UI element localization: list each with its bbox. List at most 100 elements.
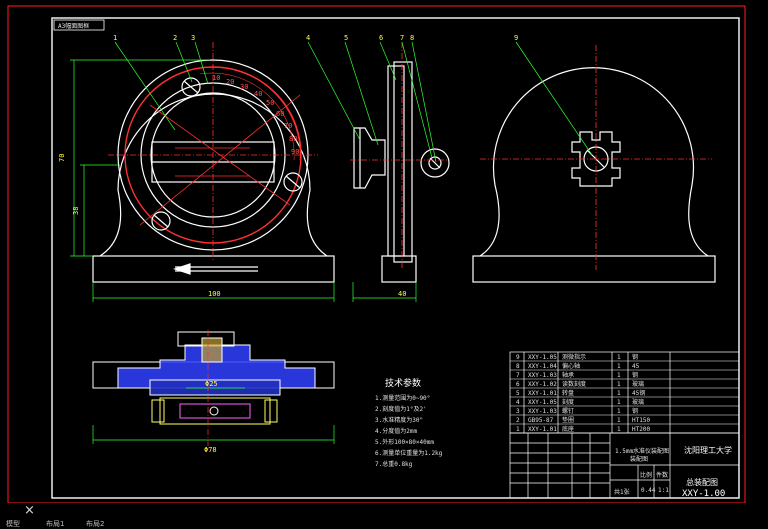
- svg-text:40: 40: [254, 90, 262, 98]
- section-view: [92, 331, 335, 425]
- bom-cell-mat: 钢: [632, 353, 638, 361]
- dim-phi78: Φ78: [204, 446, 217, 454]
- bom-cell-code: XXY-1.03: [528, 372, 557, 379]
- bom-cell-qty: 1: [617, 390, 621, 397]
- product-name: 1.5mm水准仪装配图: [615, 447, 669, 455]
- tab-model[interactable]: 模型: [6, 520, 20, 528]
- front-view: [92, 59, 335, 283]
- callout-1: 1: [113, 34, 117, 42]
- frame-tag: A3幅面图框: [58, 22, 89, 30]
- bom-cell-qty: 1: [617, 399, 621, 406]
- bom-cell-mat: 钢: [632, 407, 638, 415]
- bom-cell-qty: 1: [617, 426, 621, 433]
- bom-cell-code: XXY-1.04: [528, 363, 557, 370]
- section-dimensions: [92, 387, 335, 444]
- svg-text:2.刻度值为1°及2': 2.刻度值为1°及2': [375, 405, 427, 413]
- svg-text:20: 20: [226, 78, 234, 86]
- bom-cell-name: 螺钉: [562, 407, 574, 415]
- bom-cell-no: 1: [516, 426, 520, 433]
- bom-cell-qty: 1: [617, 381, 621, 388]
- bom-row-lines: [510, 360, 739, 425]
- front-centerlines: [108, 42, 318, 262]
- callout-2: 2: [173, 34, 177, 42]
- bom-cell-mat: 钢: [632, 371, 638, 379]
- inner-frame: [51, 17, 740, 499]
- bom-cell-no: 4: [516, 399, 520, 406]
- bom-cell-code: XXY-1.01: [528, 390, 557, 397]
- side-dimensions: [307, 41, 437, 302]
- rear-centerlines: [480, 45, 712, 270]
- bom-cell-qty: 1: [617, 363, 621, 370]
- bom-cell-no: 2: [516, 417, 520, 424]
- bom-cell-qty: 1: [617, 408, 621, 415]
- bom-cell-no: 3: [516, 408, 520, 415]
- bom-cell-qty: 1: [617, 372, 621, 379]
- school-name: 沈阳理工大学: [684, 445, 732, 455]
- scale-numbers: 10 20 30 40 50 60 70 80 90: [212, 74, 299, 156]
- tab-layout-1[interactable]: 布局1: [46, 520, 65, 528]
- bom-cell-name: 转盘: [562, 389, 574, 397]
- close-icon[interactable]: ×: [24, 503, 35, 518]
- front-dimensions: [70, 41, 335, 302]
- bom-cell-code: GB95-87: [528, 417, 554, 424]
- command-bar[interactable]: [0, 503, 768, 529]
- svg-text:5.外形100×80×40mm: 5.外形100×80×40mm: [375, 438, 434, 446]
- bom-cell-mat: HT200: [632, 426, 650, 433]
- bom-cell-name: 轴承: [562, 371, 574, 379]
- bom-cell-no: 9: [516, 354, 520, 361]
- dim-height-lower: 38: [72, 207, 80, 215]
- bom-cell-mat: 玻璃: [632, 380, 644, 388]
- scale-label: 比例: [640, 471, 652, 479]
- bom-cell-code: XXY-1.03: [528, 408, 557, 415]
- dim-phi25: Φ25: [205, 380, 218, 388]
- svg-text:7.总重0.8kg: 7.总重0.8kg: [375, 460, 413, 468]
- svg-text:10: 10: [212, 74, 220, 82]
- callout-5: 5: [344, 34, 348, 42]
- bom-cell-no: 6: [516, 381, 520, 388]
- bom-cell-code: XXY-1.01: [528, 426, 557, 433]
- tab-layout-2[interactable]: 布局2: [86, 520, 105, 528]
- svg-text:70: 70: [284, 122, 292, 130]
- svg-text:60: 60: [276, 110, 284, 118]
- svg-text:80: 80: [289, 135, 297, 143]
- bom-cell-name: 偏心轴: [562, 362, 580, 370]
- callout-9: 9: [514, 34, 518, 42]
- callout-7: 7: [400, 34, 404, 42]
- bom-cell-mat: HT150: [632, 417, 650, 424]
- svg-text:4.分度值为2mm: 4.分度值为2mm: [375, 427, 417, 435]
- scale-value: 1:1: [658, 487, 669, 494]
- bom-cell-code: XXY-1.05: [528, 399, 557, 406]
- side-centerlines: [350, 42, 450, 270]
- bom-cell-name: 读数刻度: [562, 380, 586, 388]
- product-sub: 装配图: [630, 455, 648, 463]
- callout-3: 3: [191, 34, 195, 42]
- svg-text:50: 50: [266, 99, 274, 107]
- dim-height-total: 70: [58, 154, 66, 162]
- qty-label: 件数: [656, 471, 668, 479]
- bom-cell-no: 5: [516, 390, 520, 397]
- bom-cell-no: 8: [516, 363, 520, 370]
- bom-cell-code: XXY-1.05: [528, 354, 557, 361]
- dim-width-side: 40: [398, 290, 406, 298]
- mass-value: 0.44: [641, 487, 656, 494]
- svg-text:1.测量范围为0~90°: 1.测量范围为0~90°: [375, 394, 430, 402]
- dim-width-front: 100: [208, 290, 221, 298]
- scale-arc: [199, 66, 301, 161]
- bom-cell-mat: 玻璃: [632, 398, 644, 406]
- side-view: [353, 61, 450, 283]
- svg-text:6.测量单位重量为1.2kg: 6.测量单位重量为1.2kg: [375, 449, 443, 457]
- svg-text:3.水准精度为30": 3.水准精度为30": [375, 416, 423, 424]
- rear-view: [472, 67, 716, 283]
- bom-cell-name: 底座: [562, 425, 574, 433]
- bom-cell-name: 测微指示: [562, 353, 586, 361]
- bom-cell-name: 刻度: [562, 398, 574, 406]
- bom-cell-name: 垫圈: [562, 416, 574, 424]
- frame-tag-box: [53, 19, 105, 31]
- drawing-name: 总装配图: [686, 477, 718, 487]
- callout-6: 6: [379, 34, 383, 42]
- bom-cell-mat: 45: [632, 363, 640, 370]
- svg-text:30: 30: [240, 83, 248, 91]
- leader-9: [515, 41, 593, 156]
